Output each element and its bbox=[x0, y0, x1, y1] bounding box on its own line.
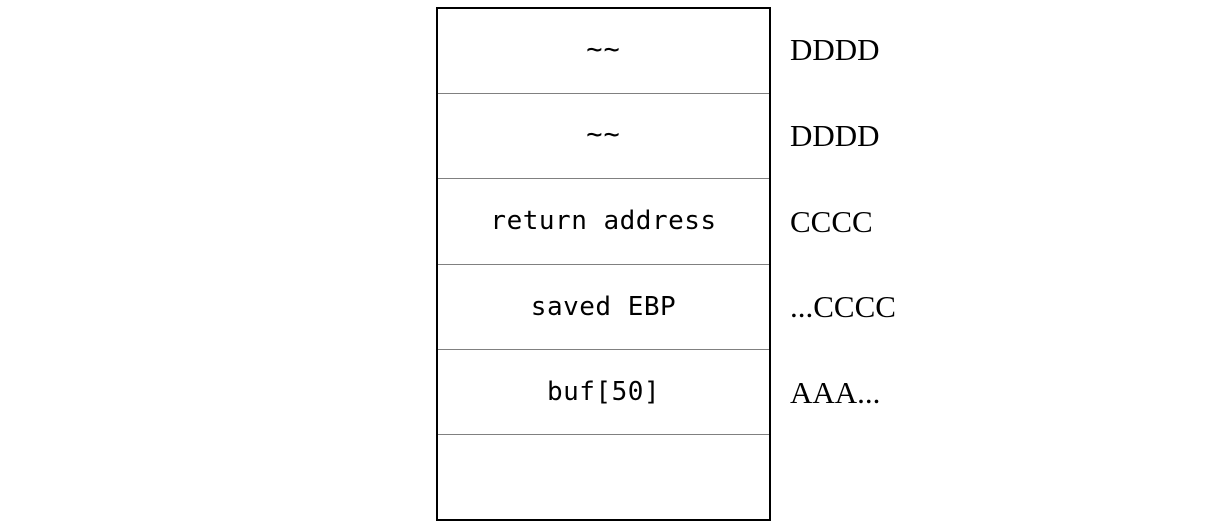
annotation-label-0: DDDD bbox=[790, 32, 880, 68]
annotation-label-3: ...CCCC bbox=[790, 289, 896, 325]
annotation-row: AAA... bbox=[790, 350, 1090, 436]
annotation-row: DDDD bbox=[790, 7, 1090, 93]
stack-row: ~~ bbox=[438, 9, 769, 93]
stack-row: buf[50] bbox=[438, 348, 769, 434]
annotation-label-4: AAA... bbox=[790, 375, 881, 411]
annotation-label-2: CCCC bbox=[790, 203, 873, 239]
stack-row: return address bbox=[438, 178, 769, 263]
stack-cell-label-return-address: return address bbox=[490, 206, 717, 237]
annotation-row: DDDD bbox=[790, 93, 1090, 179]
annotation-row-empty bbox=[790, 435, 1090, 521]
annotation-row: CCCC bbox=[790, 178, 1090, 264]
stack-frame-box: ~~ ~~ return address saved EBP buf[50] bbox=[436, 7, 771, 521]
stack-cell-label-saved-ebp: saved EBP bbox=[530, 291, 677, 322]
stack-row: saved EBP bbox=[438, 263, 769, 349]
stack-row: ~~ bbox=[438, 93, 769, 178]
annotation-row: ...CCCC bbox=[790, 264, 1090, 350]
payload-annotation-column: DDDD DDDD CCCC ...CCCC AAA... bbox=[790, 7, 1090, 521]
annotation-label-1: DDDD bbox=[790, 118, 880, 153]
stack-cell-label-1: ~~ bbox=[586, 118, 621, 150]
stack-cell-label-0: ~~ bbox=[586, 33, 621, 65]
stack-row-empty bbox=[438, 433, 769, 519]
stack-cell-label-buf: buf[50] bbox=[546, 376, 661, 407]
